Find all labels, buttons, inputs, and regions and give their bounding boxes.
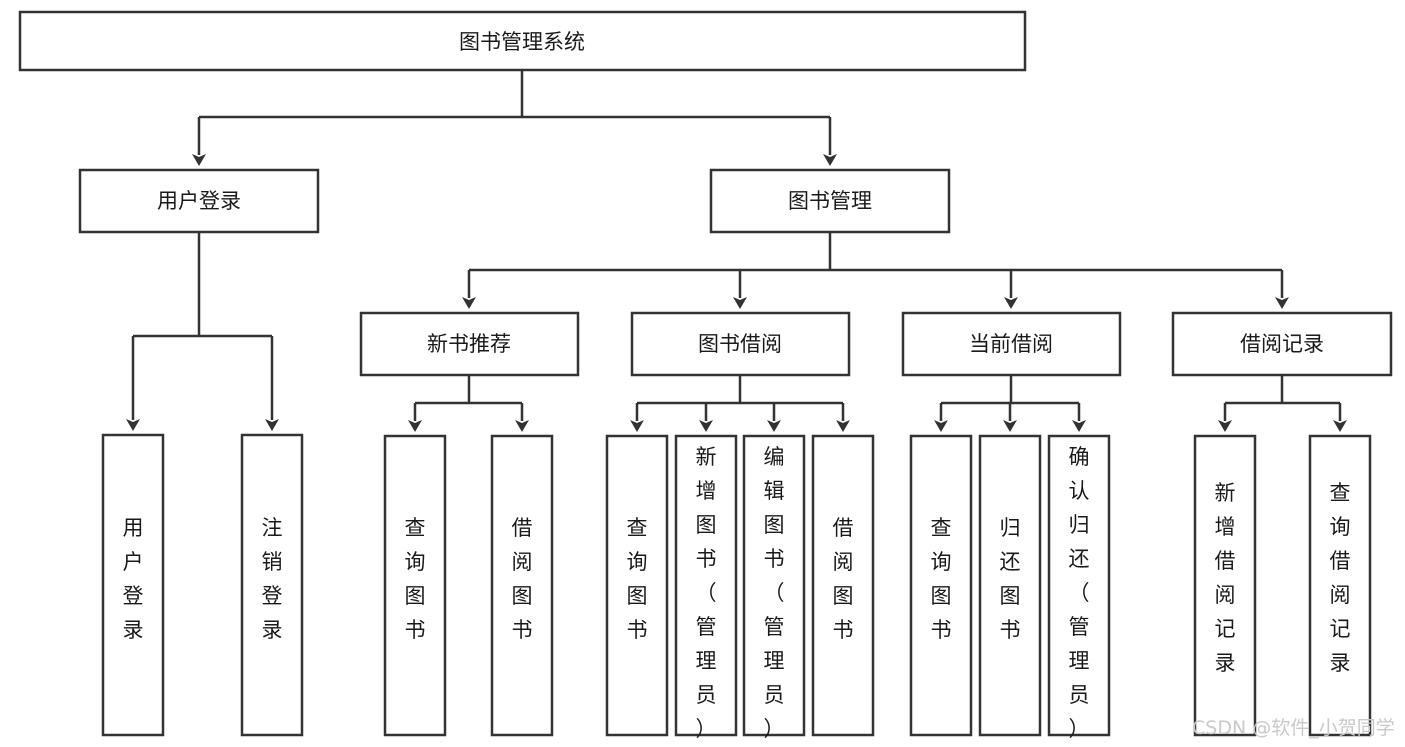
node-leaf-query-record-box[interactable] xyxy=(1308,434,1372,737)
node-current-borrow-box[interactable] xyxy=(901,311,1122,377)
node-leaf-add-record[interactable]: 新增借阅记录 xyxy=(1193,434,1257,737)
node-leaf-query-book-3-box[interactable] xyxy=(909,434,973,737)
node-book-management-box[interactable] xyxy=(709,168,951,234)
node-leaf-query-book-2-label: 查询图书 xyxy=(627,516,648,642)
node-root-label: 图书管理系统 xyxy=(459,30,585,54)
node-leaf-return-book[interactable]: 归还图书 xyxy=(978,434,1042,737)
node-leaf-edit-book[interactable]: 编辑图书（管理员） xyxy=(742,434,806,741)
node-user-login-box[interactable] xyxy=(78,168,320,234)
node-leaf-user-login-label: 用户登录 xyxy=(123,516,144,642)
node-book-management[interactable]: 图书管理 xyxy=(709,168,951,234)
node-new-book-recommend-label: 新书推荐 xyxy=(427,332,511,356)
node-leaf-add-book-label: 新增图书（管理员） xyxy=(696,445,717,741)
node-current-borrow-label: 当前借阅 xyxy=(969,332,1053,356)
node-leaf-confirm-return-box[interactable] xyxy=(1047,434,1111,737)
node-leaf-user-logout-box[interactable] xyxy=(240,433,304,737)
node-leaf-query-book-2-box[interactable] xyxy=(605,434,669,737)
node-new-book-recommend-box[interactable] xyxy=(359,311,580,377)
node-leaf-query-record[interactable]: 查询借阅记录 xyxy=(1308,434,1372,737)
node-leaf-user-login[interactable]: 用户登录 xyxy=(101,433,165,737)
node-leaf-query-book-1-box[interactable] xyxy=(383,434,447,737)
node-leaf-return-book-box[interactable] xyxy=(978,434,1042,737)
node-root[interactable]: 图书管理系统 xyxy=(18,10,1027,72)
node-leaf-borrow-book-2-label: 借阅图书 xyxy=(833,516,854,642)
node-borrow-record-box[interactable] xyxy=(1171,311,1393,377)
node-book-borrow[interactable]: 图书借阅 xyxy=(630,311,851,377)
node-leaf-query-record-label: 查询借阅记录 xyxy=(1330,481,1351,675)
node-leaf-add-record-box[interactable] xyxy=(1193,434,1257,737)
node-leaf-borrow-book-1[interactable]: 借阅图书 xyxy=(490,434,554,737)
node-user-login-label: 用户登录 xyxy=(157,189,241,213)
node-leaf-add-book[interactable]: 新增图书（管理员） xyxy=(674,434,738,741)
node-leaf-confirm-return[interactable]: 确认归还（管理员） xyxy=(1047,434,1111,741)
csdn-watermark: CSDN @软件_小贺同学 xyxy=(1192,717,1395,739)
node-new-book-recommend[interactable]: 新书推荐 xyxy=(359,311,580,377)
node-leaf-borrow-book-1-label: 借阅图书 xyxy=(512,516,533,642)
node-borrow-record[interactable]: 借阅记录 xyxy=(1171,311,1393,377)
node-leaf-query-book-3-label: 查询图书 xyxy=(931,516,952,642)
node-leaf-query-book-1[interactable]: 查询图书 xyxy=(383,434,447,737)
edges-layer xyxy=(126,70,1347,432)
node-leaf-borrow-book-2[interactable]: 借阅图书 xyxy=(811,434,875,737)
node-leaf-confirm-return-label: 确认归还（管理员） xyxy=(1069,445,1090,741)
node-leaf-return-book-label: 归还图书 xyxy=(1000,516,1021,642)
node-book-management-label: 图书管理 xyxy=(788,189,872,213)
node-borrow-record-label: 借阅记录 xyxy=(1240,332,1324,356)
node-leaf-edit-book-label: 编辑图书（管理员） xyxy=(764,445,785,741)
node-book-borrow-label: 图书借阅 xyxy=(698,332,782,356)
node-current-borrow[interactable]: 当前借阅 xyxy=(901,311,1122,377)
node-user-login[interactable]: 用户登录 xyxy=(78,168,320,234)
node-leaf-user-logout-label: 注销登录 xyxy=(262,516,283,642)
node-book-borrow-box[interactable] xyxy=(630,311,851,377)
node-leaf-user-login-box[interactable] xyxy=(101,433,165,737)
node-leaf-query-book-2[interactable]: 查询图书 xyxy=(605,434,669,737)
node-leaf-borrow-book-1-box[interactable] xyxy=(490,434,554,737)
node-leaf-query-book-3[interactable]: 查询图书 xyxy=(909,434,973,737)
node-leaf-borrow-book-2-box[interactable] xyxy=(811,434,875,737)
node-root-box[interactable] xyxy=(18,10,1027,72)
node-leaf-add-record-label: 新增借阅记录 xyxy=(1215,481,1236,675)
node-leaf-user-logout[interactable]: 注销登录 xyxy=(240,433,304,737)
node-leaf-edit-book-box[interactable] xyxy=(742,434,806,737)
node-leaf-add-book-box[interactable] xyxy=(674,434,738,737)
node-leaf-query-book-1-label: 查询图书 xyxy=(405,516,426,642)
